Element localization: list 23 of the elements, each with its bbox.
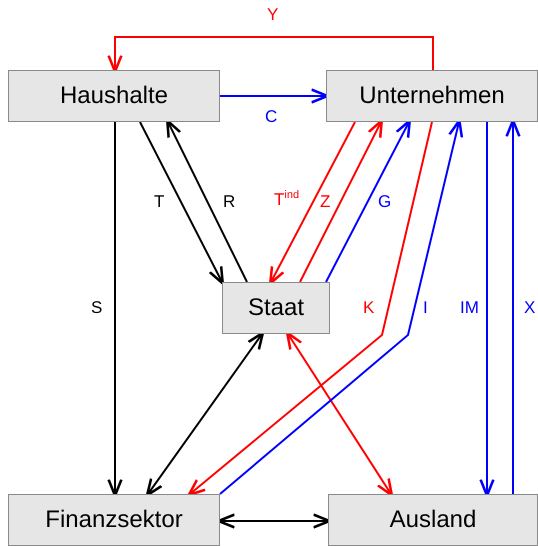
edge-label: G: [378, 192, 392, 212]
edge-label: K: [363, 298, 374, 318]
edge-label: IM: [460, 298, 479, 318]
arrow: [139, 122, 224, 285]
arrow: [188, 122, 433, 496]
edge-label: R: [223, 192, 236, 212]
edge-label: T: [154, 192, 164, 212]
arrow: [107, 122, 123, 497]
sector-box: Haushalte: [8, 70, 220, 122]
sector-box: Finanzsektor: [8, 494, 220, 546]
sector-box: Staat: [222, 282, 330, 334]
edge-label: I: [423, 298, 428, 318]
sector-box: Ausland: [328, 494, 538, 546]
arrow: [107, 36, 434, 73]
arrow: [268, 122, 356, 285]
edge-label: X: [524, 298, 536, 318]
edge-label: Y: [267, 5, 278, 25]
sector-box: Unternehmen: [326, 70, 538, 122]
edge-label: T$^{ind}$: [274, 190, 300, 210]
edge-label: C: [265, 107, 278, 127]
arrow: [479, 122, 495, 497]
edge-label: Z: [320, 192, 330, 212]
edge-label: S: [91, 298, 102, 318]
